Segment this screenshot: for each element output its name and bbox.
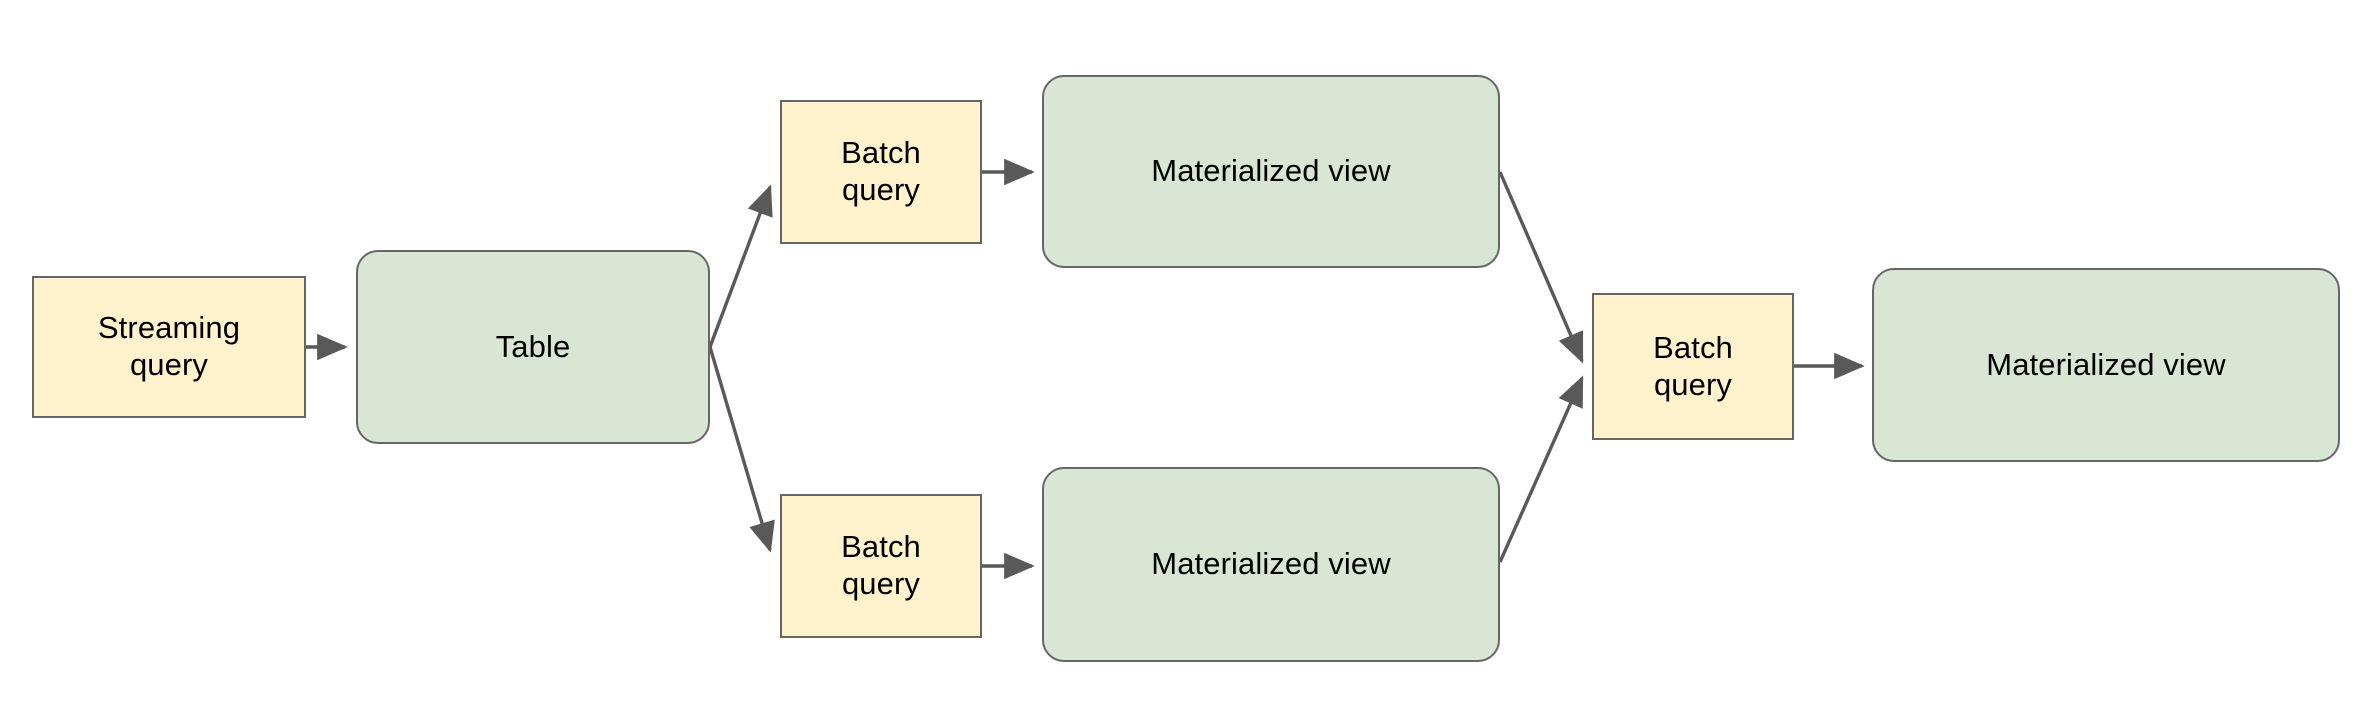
node-batch-query-top-label: Batch query [841,135,921,207]
edge-mv-bottom-to-batch-join [1498,375,1584,563]
node-streaming-query-label: Streaming query [97,310,241,382]
node-materialized-view-bottom[interactable]: Materialized view [1042,467,1500,662]
node-table[interactable]: Table [356,250,710,444]
node-batch-query-bottom[interactable]: Batch query [780,494,982,638]
node-batch-query-join[interactable]: Batch query [1592,293,1794,440]
node-materialized-view-top[interactable]: Materialized view [1042,75,1500,268]
edge-table-to-batch-top [708,184,773,348]
node-batch-query-bottom-label: Batch query [841,529,921,601]
node-materialized-view-final-label: Materialized view [1986,346,2226,382]
node-materialized-view-bottom-label: Materialized view [1151,546,1391,582]
node-table-label: Table [495,328,571,364]
edge-mv-top-to-batch-join [1498,171,1584,364]
node-streaming-query[interactable]: Streaming query [32,276,306,418]
node-materialized-view-top-label: Materialized view [1151,153,1391,189]
node-batch-query-top[interactable]: Batch query [780,100,982,244]
node-materialized-view-final[interactable]: Materialized view [1872,268,2340,462]
node-batch-query-join-label: Batch query [1653,329,1733,402]
edge-table-to-batch-bottom [708,346,775,553]
